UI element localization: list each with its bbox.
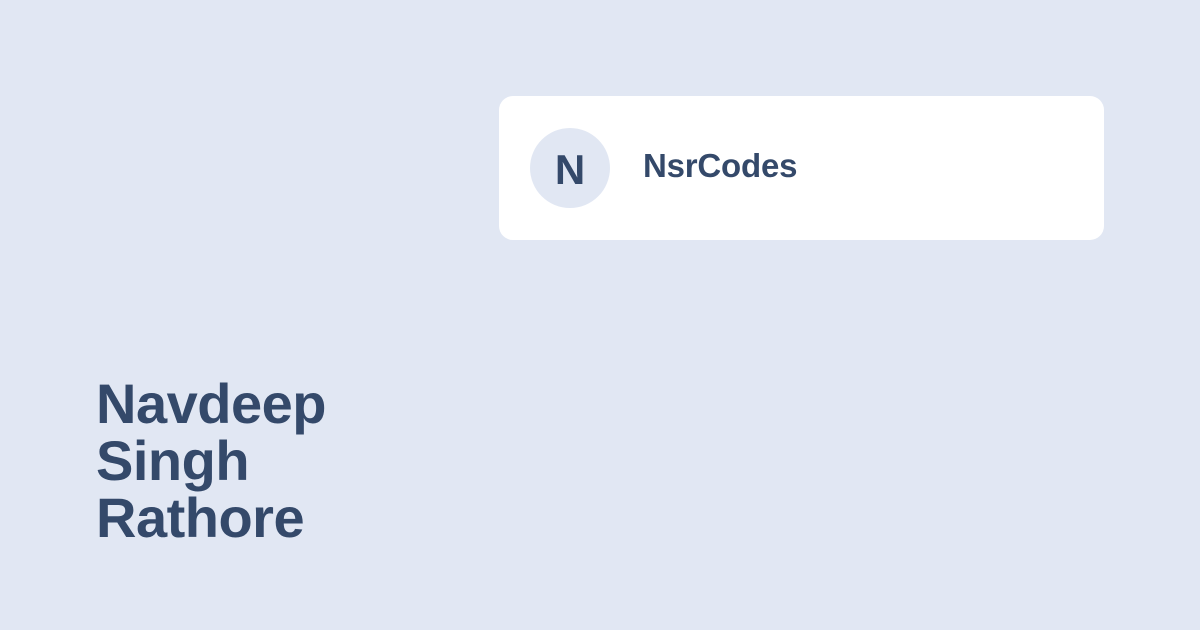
avatar: N — [530, 128, 610, 208]
author-name: Navdeep Singh Rathore — [96, 375, 326, 546]
brand-name: NsrCodes — [643, 147, 798, 184]
brand-card: N NsrCodes — [499, 96, 1104, 240]
author-first-name: Navdeep — [96, 372, 326, 435]
author-middle-name: Singh — [96, 429, 250, 492]
author-last-name: Rathore — [96, 486, 305, 549]
